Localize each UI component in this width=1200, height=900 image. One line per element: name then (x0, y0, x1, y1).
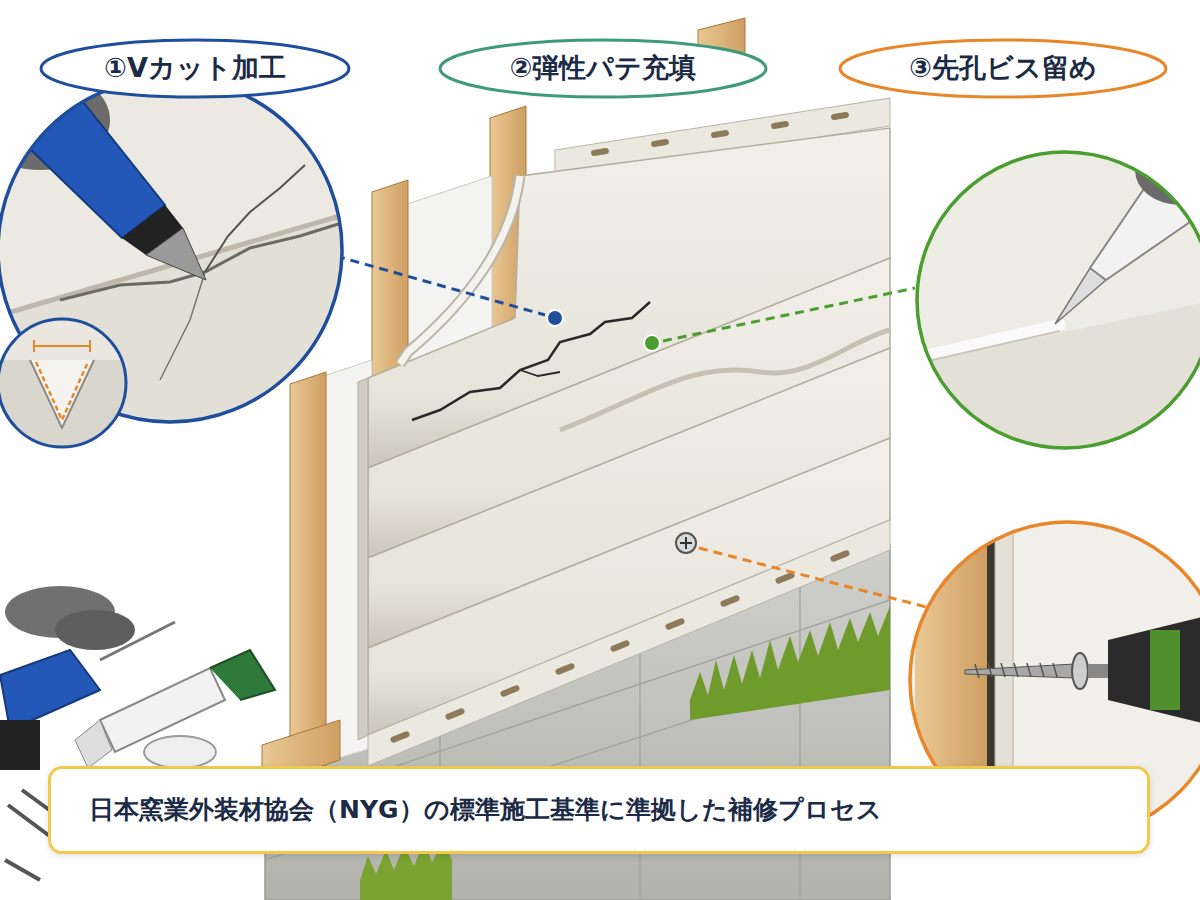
screw-head (676, 533, 696, 553)
glove (55, 610, 135, 650)
leader-line (699, 548, 930, 608)
v-outline (36, 362, 88, 420)
flashing (400, 176, 520, 364)
panel-edge (358, 378, 368, 740)
slot (665, 617, 686, 630)
ellipse-shape (840, 40, 1166, 97)
drill (0, 650, 100, 730)
crack (520, 370, 560, 376)
tape-roll (144, 736, 216, 768)
dimension-tick (33, 340, 35, 352)
putty-shadow (915, 331, 1060, 364)
caulk-tube (1090, 180, 1200, 280)
heat-tool-tip (146, 228, 206, 280)
marker-dot (547, 310, 563, 326)
panel-warp (560, 330, 890, 430)
v-groove (30, 360, 94, 428)
slot (500, 684, 521, 697)
drill-bit (100, 622, 175, 660)
siding-panel (368, 438, 890, 735)
grass (690, 606, 890, 720)
ellipse-shape (440, 40, 766, 97)
slot (610, 639, 631, 652)
starter-strip (368, 520, 890, 766)
slot (711, 130, 730, 139)
slot (445, 707, 466, 720)
drill-band (1150, 630, 1180, 710)
caulk-gun-handle (210, 650, 275, 700)
slot (831, 112, 850, 121)
washer (1072, 653, 1088, 689)
screw-cross (680, 537, 692, 549)
step-title: ②弾性パテ充填 (510, 51, 697, 85)
crack (205, 165, 305, 272)
block-joint (639, 630, 641, 900)
stud (290, 372, 326, 782)
zoom-border (917, 152, 1200, 448)
step-label: ②弾性パテ充填 (438, 38, 768, 99)
bit (1088, 664, 1108, 678)
v-groove-detail (0, 340, 130, 450)
inset-border (0, 319, 126, 447)
dimension-line (34, 345, 90, 347)
slot (591, 148, 610, 157)
zoom-v-cut (0, 70, 350, 430)
slot (720, 594, 741, 607)
crack (60, 222, 345, 300)
caulk-gun-nozzle (75, 720, 112, 768)
groove-body (0, 360, 130, 450)
step-title: ①Vカット加工 (104, 51, 286, 85)
step-label: ③先孔ビス留め (838, 38, 1168, 99)
leader-line (336, 256, 545, 315)
heat-tool-body (0, 88, 165, 238)
flashing (400, 176, 520, 364)
crack (412, 302, 650, 420)
zoom-ground (0, 70, 350, 430)
nozzle (1055, 268, 1106, 324)
putty-bead (915, 325, 1060, 358)
screw-shank (965, 664, 1075, 678)
step-title: ③先孔ビス留め (909, 51, 1097, 85)
slot (830, 549, 851, 562)
slot (771, 121, 790, 130)
slot (651, 139, 670, 148)
marker-dot (644, 335, 660, 351)
ellipse-shape (41, 40, 349, 97)
caption-box: 日本窯業外装材協会（NYG）の標準施工基準に準拠した補修プロセス (48, 766, 1150, 854)
leader-line (663, 288, 915, 341)
dimension-tick (89, 340, 91, 352)
screw-thread (975, 663, 1057, 678)
screw (5, 860, 40, 880)
crack (160, 272, 205, 380)
caption-text: 日本窯業外装材協会（NYG）の標準施工基準に準拠した補修プロセス (89, 794, 882, 825)
zoom-putty (910, 135, 1200, 460)
drill-grip (0, 720, 40, 770)
drill-body (1108, 610, 1200, 730)
slot (555, 662, 576, 675)
step-label: ①Vカット加工 (39, 38, 351, 99)
slot (390, 730, 411, 743)
